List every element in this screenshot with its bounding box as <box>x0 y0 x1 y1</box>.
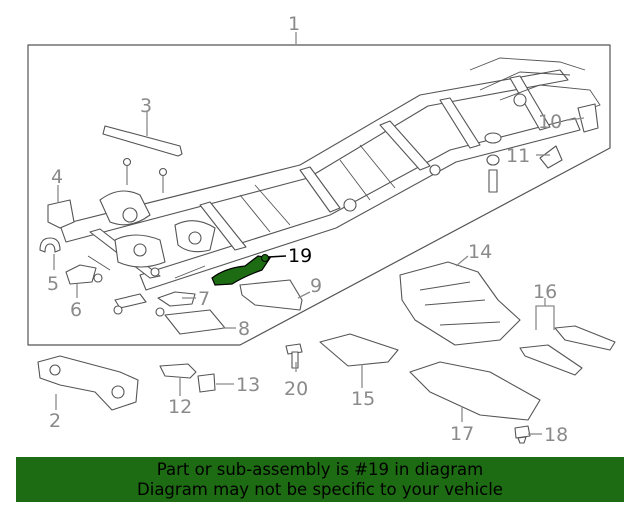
callout-4: 4 <box>51 166 63 188</box>
frame-assembly <box>59 57 601 291</box>
callout-2: 2 <box>49 410 61 432</box>
callout-6: 6 <box>70 299 82 321</box>
part-11-bracket <box>539 145 563 169</box>
part-6-mount <box>65 264 97 285</box>
part-2-crossmember <box>37 355 139 411</box>
callout-8: 8 <box>238 318 250 340</box>
callout-19: 19 <box>288 245 312 267</box>
part-7-bracket <box>157 291 196 307</box>
part-15-skid <box>319 333 399 367</box>
callout-17: 17 <box>450 423 474 445</box>
bolt-pair <box>122 157 168 193</box>
callout-12: 12 <box>168 396 192 418</box>
part-16-plate-a <box>519 344 583 376</box>
part-16-plate-b <box>554 325 616 351</box>
callout-11: 11 <box>506 145 530 167</box>
part-10-bracket <box>577 103 599 133</box>
banner-line-1: Part or sub-assembly is #19 in diagram <box>156 460 484 479</box>
part-14-skid <box>399 261 521 346</box>
callout-14: 14 <box>468 241 492 263</box>
highlight-banner: Part or sub-assembly is #19 in diagram D… <box>16 457 624 502</box>
part-12-bracket <box>159 363 197 379</box>
part-20-bolt <box>285 343 303 369</box>
callout-1: 1 <box>288 13 300 35</box>
part-8-plate <box>164 309 226 335</box>
callout-16: 16 <box>533 281 557 303</box>
part-18-clip <box>514 425 531 444</box>
part-13-plate <box>197 373 216 393</box>
callout-13: 13 <box>236 374 260 396</box>
leader-lines <box>53 32 585 435</box>
callout-20: 20 <box>284 378 308 400</box>
callout-5: 5 <box>47 273 59 295</box>
part-3-bar <box>102 125 183 157</box>
part-17-shield <box>409 361 541 421</box>
assembly-boundary <box>27 44 611 346</box>
body-mount-stack <box>484 132 502 193</box>
callout-3: 3 <box>140 95 152 117</box>
banner-line-2: Diagram may not be specific to your vehi… <box>137 480 503 499</box>
part-19-highlighted <box>211 255 272 286</box>
part-5-clip <box>39 237 61 253</box>
callout-7: 7 <box>198 288 210 310</box>
callout-18: 18 <box>544 424 568 446</box>
part-4-bracket <box>47 199 75 229</box>
callout-10: 10 <box>538 111 562 133</box>
callout-9: 9 <box>310 275 322 297</box>
parts-diagram: 1 2 3 4 5 6 7 8 9 10 11 12 13 14 15 16 1… <box>27 13 616 446</box>
part-9-crossmember <box>239 279 303 311</box>
callout-15: 15 <box>351 388 375 410</box>
